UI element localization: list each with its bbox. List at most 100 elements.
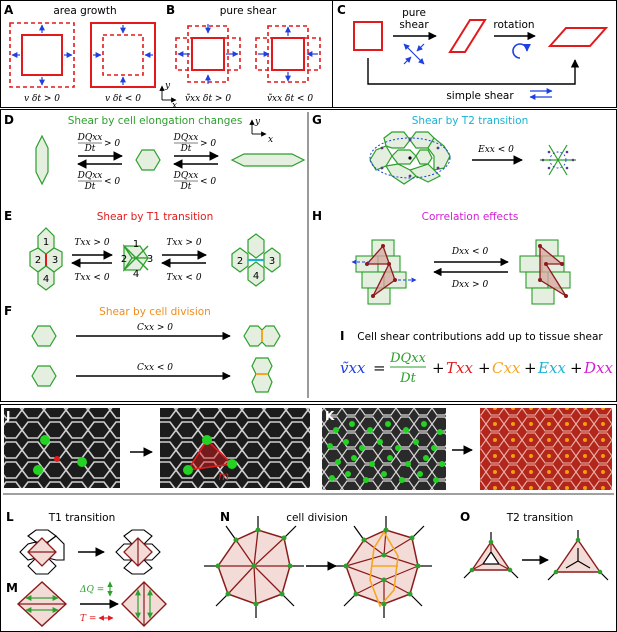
panel-f: F Shear by cell division Cxx > 0 Cxx < 0 xyxy=(4,304,281,393)
i-c: Cxx xyxy=(492,359,521,377)
panel-g: G Shear by T2 transition Exx < 0 xyxy=(312,113,576,185)
e-r4: 4 xyxy=(253,271,259,282)
a-right-label: v δt < 0 xyxy=(105,94,141,104)
i-plus-3: + xyxy=(524,359,537,377)
c-rotation-icon xyxy=(512,43,531,59)
d-cond2: < 0 xyxy=(104,177,120,187)
d-cond3: > 0 xyxy=(200,139,216,149)
e-c1: 1 xyxy=(43,237,49,248)
d-axes xyxy=(249,119,267,137)
panel-o: O T2 transition xyxy=(460,510,609,581)
c-rotation: rotation xyxy=(493,19,534,31)
label-i: I xyxy=(340,329,344,343)
title-i: Cell shear contributions add up to tissu… xyxy=(357,331,603,343)
i-eq: = xyxy=(373,359,386,377)
f-cell-2 xyxy=(31,365,57,387)
j-red-dot xyxy=(54,456,60,462)
d-frac2-bot: Dt xyxy=(84,182,96,192)
area-shrink-outer xyxy=(90,22,156,88)
i-frac-top: DQxx xyxy=(389,351,426,366)
c-shear: shear xyxy=(399,19,429,31)
title-h: Correlation effects xyxy=(422,211,519,223)
h-right-dots xyxy=(538,244,568,298)
f-cell-1 xyxy=(31,325,57,347)
c-parallelogram-1 xyxy=(448,19,487,53)
d-frac4-top: DQxx xyxy=(173,171,199,181)
e-dn1: Txx < 0 xyxy=(74,273,109,283)
label-c: C xyxy=(337,3,346,17)
label-a: A xyxy=(4,3,14,17)
m-t: T = xyxy=(80,614,96,624)
shear-dashed-tall xyxy=(187,25,229,83)
o-right-star xyxy=(565,548,591,569)
e-mid-vertex-lines xyxy=(123,245,149,271)
label-d: D xyxy=(4,113,14,127)
axis-x-ab: x xyxy=(172,101,177,111)
panel-n: N cell division xyxy=(204,510,432,618)
e-left-cells xyxy=(29,227,63,291)
panel-i: I Cell shear contributions add up to tis… xyxy=(340,329,613,386)
j-image-2 xyxy=(160,408,310,488)
shear-solid-square xyxy=(191,37,225,71)
e-mid-cells xyxy=(122,244,150,272)
j-dots-2 xyxy=(183,435,237,475)
label-b: B xyxy=(166,3,175,17)
g-cells xyxy=(369,131,451,185)
f-divided-horizontal xyxy=(243,325,281,347)
d-frac4-bot: Dt xyxy=(180,182,192,192)
e-arrows-2 xyxy=(161,250,207,268)
n-right-dots xyxy=(343,527,421,607)
i-t: Txx xyxy=(446,359,473,377)
panel-h: H Correlation effects Dxx < 0 Dxx > 0 xyxy=(312,209,571,305)
i-lhs: ṽxx xyxy=(340,359,366,377)
o-right-dots xyxy=(553,537,603,575)
area-growth-inner xyxy=(21,34,63,76)
j-triangle xyxy=(186,438,234,472)
label-j: J xyxy=(5,409,10,423)
title-d: Shear by cell elongation changes xyxy=(68,115,243,127)
title-o: T2 transition xyxy=(506,512,573,524)
j-dots-1 xyxy=(33,435,87,475)
label-k: K xyxy=(325,409,335,423)
d-cell-hex xyxy=(135,149,161,171)
m-dq: ΔQ = xyxy=(79,585,104,595)
panel-m: M ΔQ = T = xyxy=(6,581,167,627)
label-h: H xyxy=(312,209,322,223)
g-center-dot xyxy=(408,156,412,160)
e-up1: Txx > 0 xyxy=(74,238,109,248)
d-arrows-2 xyxy=(173,151,219,169)
area-shrink-arrows xyxy=(93,25,153,85)
panel-d: D Shear by cell elongation changes DQxx … xyxy=(4,113,306,192)
b-left-label: ṽxx δt > 0 xyxy=(185,94,231,104)
n-left-dots xyxy=(215,527,293,607)
title-a: area growth xyxy=(53,5,116,17)
label-g: G xyxy=(312,113,322,127)
d-cond1: > 0 xyxy=(104,139,120,149)
shear2-solid-square xyxy=(271,37,305,71)
d-frac3-top: DQxx xyxy=(173,133,199,143)
d-frac1-bot: Dt xyxy=(84,144,96,154)
f-up: Cxx > 0 xyxy=(137,323,173,333)
d-frac2-top: DQxx xyxy=(77,171,103,181)
e-m2: 2 xyxy=(121,254,127,265)
d-arrows-1 xyxy=(77,151,123,169)
e-m1: 1 xyxy=(133,239,139,250)
c-pure-shear-arrows xyxy=(403,43,425,65)
e-c3: 3 xyxy=(52,255,58,266)
g-small-circle xyxy=(549,151,567,169)
e-right-cells xyxy=(231,233,281,287)
k-image-2 xyxy=(480,408,612,490)
f-dn: Cxx < 0 xyxy=(137,363,173,373)
m-left-arrows xyxy=(25,595,59,613)
title-b: pure shear xyxy=(220,5,277,17)
e-up2: Txx > 0 xyxy=(166,238,201,248)
panel-l: L T1 transition xyxy=(6,510,161,575)
ab-axes xyxy=(159,85,177,103)
d-cond4: < 0 xyxy=(200,177,216,187)
h-left-dots xyxy=(365,244,397,298)
title-g: Shear by T2 transition xyxy=(412,115,529,127)
j-m: m xyxy=(218,469,229,483)
i-plus-4: + xyxy=(570,359,583,377)
